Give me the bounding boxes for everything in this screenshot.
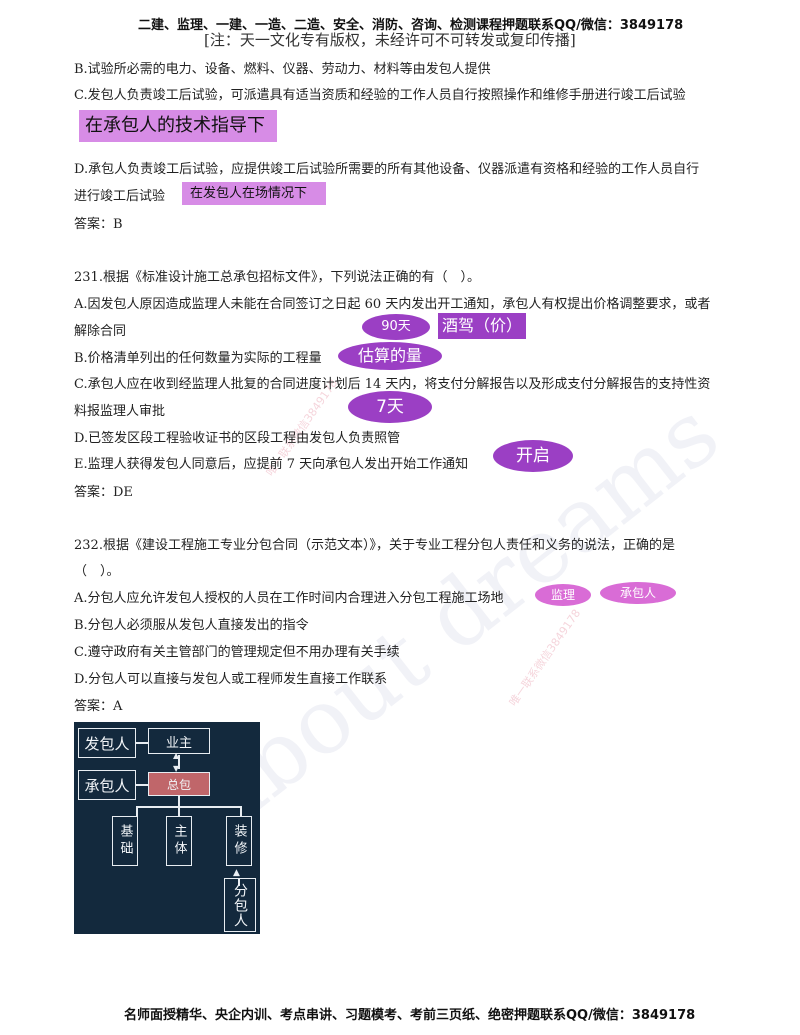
- annotation-highlight: 在承包人的技术指导下: [79, 110, 277, 142]
- connector-line: [136, 742, 148, 744]
- copyright-note: [注：天一文化专有版权，未经许可不可转发或复印传播]: [204, 31, 576, 49]
- annotation-highlight: 酒驾（价）: [438, 313, 526, 339]
- diagram-box-fenbaoren: 分包人: [224, 878, 256, 932]
- q232-stem-line2: （ ）。: [74, 564, 120, 579]
- header-contact: 二建、监理、一建、一造、二造、安全、消防、咨询、检测课程押题联系QQ/微信：38…: [138, 18, 684, 33]
- connector-line: [178, 796, 180, 806]
- diagram-box-zhuangxiu: 装修: [226, 816, 252, 866]
- diagram-box-zongbao: 总包: [148, 772, 210, 796]
- watermark-stamp: 唯一联系微信3849178: [506, 606, 584, 709]
- q231-option-a-line2: 解除合同: [74, 324, 127, 339]
- annotation-oval: 监理: [535, 584, 591, 606]
- connector-line: [136, 806, 242, 808]
- q230-option-d-line2: 进行竣工后试验: [74, 189, 166, 204]
- annotation-oval: 90天: [362, 314, 430, 340]
- q231-option-c-line2: 料报监理人审批: [74, 404, 166, 419]
- contract-structure-diagram: 发包人 业主 ▲ ▼ 承包人 总包 基础 主体 装修 ▲ 分包人: [74, 722, 260, 934]
- q232-stem-line1: 232.根据《建设工程施工专业分包合同（示范文本）》，关于专业工程分包人责任和义…: [74, 538, 675, 553]
- connector-line: [240, 806, 242, 816]
- footer-contact: 名师面授精华、央企内训、考点串讲、习题模考、考前三页纸、绝密押题联系QQ/微信：…: [124, 1008, 696, 1023]
- diagram-box-faburen: 发包人: [78, 728, 136, 758]
- connector-arrow: [178, 755, 180, 769]
- q230-option-d-line1: D.承包人负责竣工后试验，应提供竣工后试验所需要的所有其他设备、仪器派遣有资格和…: [74, 162, 700, 177]
- q232-option-d: D.分包人可以直接与发包人或工程师发生直接工作联系: [74, 672, 388, 687]
- connector-line: [178, 806, 180, 816]
- q232-answer: 答案：A: [74, 699, 123, 714]
- q231-option-b: B.价格清单列出的任何数量为实际的工程量: [74, 351, 322, 366]
- q231-option-c-line1: C.承包人应在收到经监理人批复的合同进度计划后 14 天内，将支付分解报告以及形…: [74, 377, 711, 392]
- arrow-down-icon: ▼: [173, 764, 180, 773]
- annotation-oval: 承包人: [600, 582, 676, 604]
- q232-option-c: C.遵守政府有关主管部门的管理规定但不用办理有关手续: [74, 645, 400, 660]
- q232-option-b: B.分包人必须服从发包人直接发出的指令: [74, 618, 309, 633]
- q231-option-e: E.监理人获得发包人同意后，应提前 7 天向承包人发出开始工作通知: [74, 457, 469, 472]
- q231-option-a-line1: A.因发包人原因造成监理人未能在合同签订之日起 60 天内发出开工通知，承包人有…: [74, 297, 711, 312]
- arrow-up-icon: ▲: [233, 868, 240, 878]
- q231-stem: 231.根据《标准设计施工总承包招标文件》，下列说法正确的有（ ）。: [74, 270, 480, 285]
- q231-option-d: D.已签发区段工程验收证书的区段工程由发包人负责照管: [74, 431, 401, 446]
- connector-line: [136, 806, 138, 816]
- diagram-box-jichu: 基础: [112, 816, 138, 866]
- diagram-box-chengbaoren: 承包人: [78, 770, 136, 800]
- diagram-box-zhuti: 主体: [166, 816, 192, 866]
- annotation-highlight: 在发包人在场情况下: [182, 182, 326, 205]
- q230-answer: 答案：B: [74, 217, 123, 232]
- annotation-oval: 7天: [348, 391, 432, 423]
- q230-option-b: B.试验所必需的电力、设备、燃料、仪器、劳动力、材料等由发包人提供: [74, 62, 491, 77]
- connector-line: [238, 878, 240, 886]
- annotation-oval: 开启: [493, 440, 573, 472]
- diagram-box-yezhu: 业主: [148, 728, 210, 754]
- q230-option-c: C.发包人负责竣工后试验，可派遣具有适当资质和经验的工作人员自行按照操作和维修手…: [74, 88, 686, 103]
- connector-line: [136, 784, 148, 786]
- annotation-oval: 估算的量: [338, 342, 442, 370]
- arrow-up-icon: ▲: [173, 751, 180, 760]
- q232-option-a: A.分包人应允许发包人授权的人员在工作时间内合理进入分包工程施工场地: [74, 591, 504, 606]
- q231-answer: 答案：DE: [74, 485, 133, 500]
